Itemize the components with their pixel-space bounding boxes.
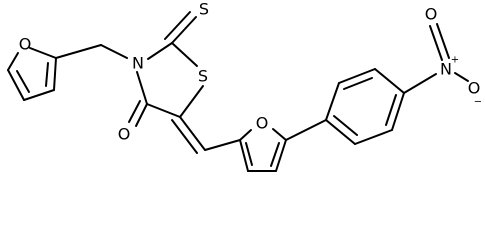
bond-benzene-3 (374, 68, 405, 94)
bond-benzene-6-inner (333, 115, 358, 136)
nitro-nitrogen-charge: + (451, 55, 459, 66)
bond-furan-left-c5-o (7, 52, 19, 71)
bond-furan-to-ch2 (55, 44, 102, 59)
bond-carbonyl-1 (135, 103, 148, 127)
nitro-nitrogen-label: N (440, 60, 452, 79)
bond-furan-to-phenyl (285, 119, 327, 141)
bond-exocyclic-2 (171, 119, 198, 154)
bond-furan-left-c2-c3-inner (45, 62, 49, 87)
atom-labels: O N S S O O N + O O − (19, 0, 482, 144)
bond-furan-center-c5-c4 (275, 139, 287, 172)
bond-benzene-4 (391, 92, 405, 131)
bond-nitro-n-o-top-2 (436, 23, 450, 59)
bond-furan-left-o-c2 (29, 47, 57, 59)
bond-furan-left-c2-c3 (53, 57, 57, 91)
bond-benzene-2 (338, 68, 376, 84)
bond-thione-1 (171, 16, 197, 44)
furan-center-oxygen-label: O (256, 114, 269, 133)
bond-methine-to-furan (204, 139, 241, 151)
bond-furan-center-c3-c2-inner (245, 142, 253, 166)
bond-thione-2 (164, 11, 191, 40)
bond-benzene-1 (325, 82, 340, 121)
bond-exocyclic-1 (179, 116, 206, 151)
bond-carbonyl-2 (128, 100, 141, 123)
nitro-bottom-oxygen-label: O (468, 79, 481, 98)
carbonyl-oxygen-label: O (118, 125, 131, 144)
bond-benzene-6 (325, 119, 356, 145)
bond-nitro-n-o-bottom (454, 72, 469, 82)
bond-furan-center-c5-c4-inner (270, 142, 280, 167)
bond-furan-left-c4-c5-inner (16, 70, 30, 93)
bond-benzene-2-inner (343, 77, 373, 90)
bond-benzene-5 (354, 129, 393, 145)
nitro-bottom-oxygen-charge: − (474, 97, 482, 108)
bond-furan-center-c2-o (239, 129, 252, 141)
bond-ch2-to-n (100, 44, 128, 59)
bond-c4-n (136, 71, 148, 105)
bond-c5-c4 (146, 103, 181, 118)
bond-c2-s1 (171, 42, 198, 67)
bond-s1-c5 (179, 85, 204, 118)
bond-n-c2 (147, 42, 173, 60)
furan-left-oxygen-label: O (19, 35, 32, 54)
ring-sulfur-label: S (198, 67, 208, 86)
bond-furan-left-c4-c5 (7, 69, 25, 101)
thione-sulfur-label: S (199, 0, 209, 19)
bonds (7, 11, 469, 172)
bond-aryl-to-nitro-n (403, 73, 437, 94)
chemical-structure-diagram: O N S S O O N + O O − (7, 0, 482, 172)
bond-furan-center-c3-c2 (239, 139, 249, 172)
bond-furan-left-c3-c4 (23, 89, 55, 101)
bond-furan-center-o-c5 (272, 128, 287, 141)
bond-nitro-n-o-top-1 (429, 25, 443, 61)
ring-nitrogen-label: N (132, 54, 144, 73)
nitro-top-oxygen-label: O (425, 5, 438, 24)
bond-benzene-4-inner (385, 94, 397, 126)
